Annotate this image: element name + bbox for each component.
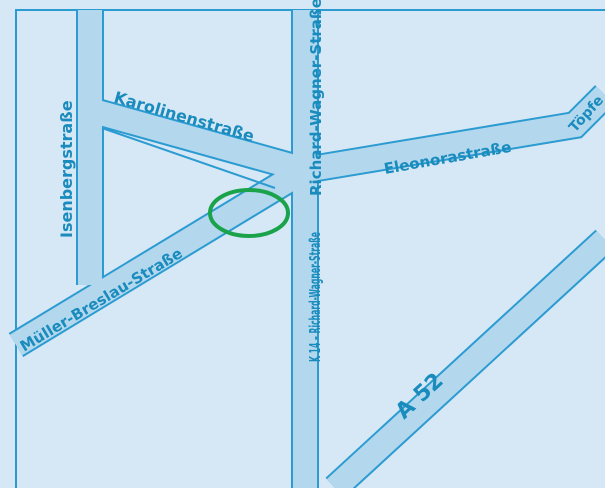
label-isenbergstrasse: Isenbergstraße bbox=[57, 100, 76, 238]
road-karolinenstrasse bbox=[86, 98, 309, 182]
road-connector-edge bbox=[101, 127, 276, 189]
road-mueller-breslau bbox=[9, 159, 312, 356]
location-marker[interactable] bbox=[208, 188, 290, 238]
road-a52 bbox=[326, 231, 605, 488]
road-eleonorastrasse bbox=[303, 86, 605, 182]
label-richard-wagner-strasse: Richard-Wagner-Straße bbox=[307, 0, 325, 196]
roads bbox=[8, 10, 605, 488]
label-k14-richard-wagner: K 14 – Richard-Wagner-Straße bbox=[306, 232, 324, 362]
